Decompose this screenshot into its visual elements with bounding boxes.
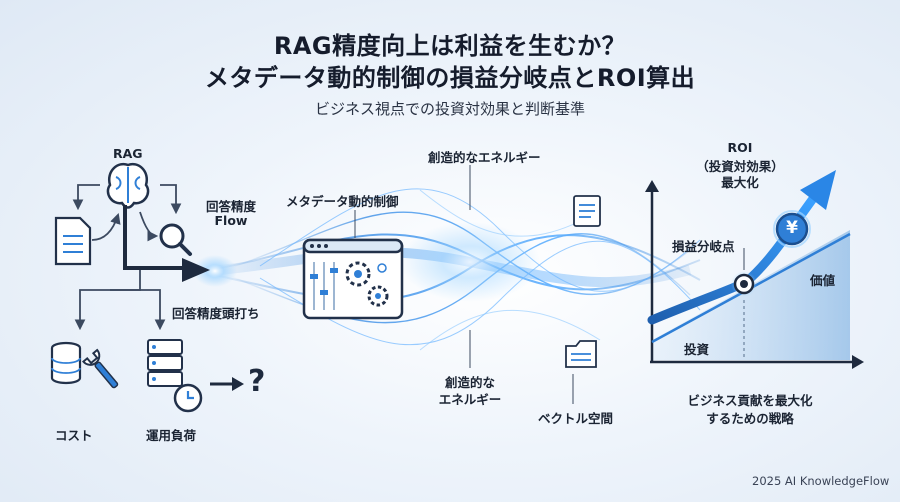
- footer-credit: 2025 AI KnowledgeFlow: [752, 474, 890, 488]
- coin-stack-icon: [50, 341, 82, 385]
- energy-bottom-label-line2: エネルギー: [438, 392, 502, 407]
- vector-space-label: ベクトル空間: [538, 411, 614, 426]
- accuracy-flow-label-line2: Flow: [214, 213, 248, 228]
- subtitle: ビジネス視点での投資対効果と判断基準: [314, 100, 585, 118]
- strategy-label-line2: するための戦略: [706, 411, 794, 426]
- title-line-2: メタデータ動的制御の損益分岐点とROI算出: [204, 64, 696, 92]
- rag-label: RAG: [113, 146, 143, 161]
- branch-arrows: [74, 270, 166, 331]
- roi-label-line2: （投資対効果）: [696, 159, 784, 174]
- strategy-label-line1: ビジネス貢献を最大化: [687, 393, 813, 408]
- document-icon: [54, 216, 92, 266]
- question-arrow: [210, 377, 244, 391]
- accuracy-plateau-label: 回答精度頭打ち: [172, 306, 260, 321]
- energy-top-label: 創造的なエネルギー: [428, 150, 541, 165]
- question-mark: ?: [248, 364, 266, 399]
- clock-icon: [173, 383, 203, 413]
- energy-stream: [193, 188, 701, 351]
- title-line-1: RAG精度向上は利益を生むか？: [273, 32, 627, 60]
- roi-chart: [645, 170, 864, 369]
- metadata-control-label: メタデータ動的制御: [286, 194, 399, 209]
- metadata-control-panel: [302, 238, 404, 320]
- wrench-icon: [81, 348, 119, 389]
- server-icon: [147, 339, 183, 387]
- loop-arrows: [72, 184, 182, 242]
- roi-label-line1: ROI: [727, 140, 753, 155]
- folder-icon: [565, 340, 597, 368]
- cost-label: コスト: [55, 428, 93, 443]
- magnifier-icon: [159, 223, 192, 256]
- roi-label-line3: 最大化: [721, 175, 759, 190]
- energy-bottom-label-line1: 創造的な: [444, 375, 495, 390]
- accuracy-flow-label-line1: 回答精度: [205, 199, 256, 214]
- investment-label: 投資: [684, 342, 710, 357]
- breakeven-label: 損益分岐点: [672, 239, 735, 254]
- ops-load-label: 運用負荷: [146, 428, 197, 443]
- breakeven-target-icon: [731, 271, 757, 297]
- value-label: 価値: [810, 273, 836, 288]
- yen-coin-icon: [773, 210, 811, 248]
- plateau-arrow: [123, 205, 210, 282]
- document-card-icon: [573, 195, 601, 227]
- brain-icon: [106, 162, 150, 209]
- yen-symbol: ¥: [786, 218, 798, 238]
